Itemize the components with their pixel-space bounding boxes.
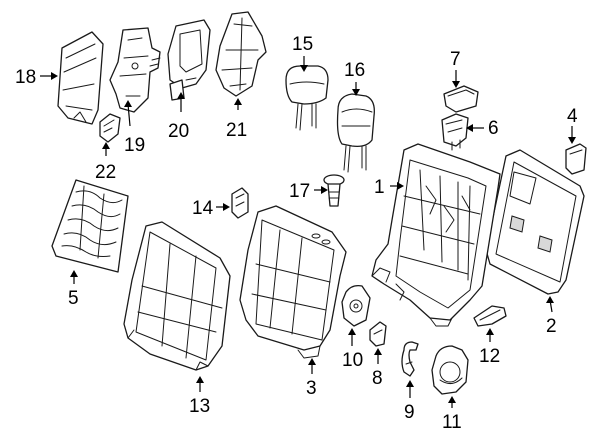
part-9-hook-bracket xyxy=(401,341,419,377)
part-4-small-bracket xyxy=(565,143,587,175)
callout-7: 7 xyxy=(450,49,461,70)
callout-19: 19 xyxy=(124,135,145,156)
callout-1: 1 xyxy=(374,177,385,198)
callout-4: 4 xyxy=(567,106,578,127)
part-5-seat-mat xyxy=(51,179,129,273)
callout-14: 14 xyxy=(192,198,214,219)
callout-22: 22 xyxy=(95,162,116,183)
callout-6: 6 xyxy=(488,118,499,139)
callout-18: 18 xyxy=(15,67,36,88)
part-2-rear-panel xyxy=(485,149,585,295)
part-14-release-lever xyxy=(231,187,249,219)
part-8-clip xyxy=(369,321,387,347)
part-17-pivot-bolt xyxy=(323,174,345,207)
part-1-seat-frame xyxy=(371,143,501,327)
callout-2: 2 xyxy=(546,316,557,337)
callout-16: 16 xyxy=(344,60,365,81)
leader-lines xyxy=(40,56,576,408)
callout-11: 11 xyxy=(442,412,462,433)
callout-20: 20 xyxy=(168,121,189,142)
part-22-clip xyxy=(99,113,121,143)
callout-13: 13 xyxy=(189,396,210,417)
callout-15: 15 xyxy=(292,34,313,55)
callout-12: 12 xyxy=(479,346,500,367)
part-7-cap xyxy=(443,85,479,113)
callout-9: 9 xyxy=(404,402,415,423)
callout-3: 3 xyxy=(306,378,317,399)
part-20-latch-cover xyxy=(167,19,211,101)
callout-21: 21 xyxy=(226,120,247,141)
callout-5: 5 xyxy=(68,288,79,309)
part-11-recliner-housing xyxy=(431,345,469,395)
callout-8: 8 xyxy=(372,368,383,389)
part-16-headrest xyxy=(336,93,375,173)
part-6-latch-bracket xyxy=(441,113,469,151)
callout-17: 17 xyxy=(289,181,310,202)
callout-10: 10 xyxy=(342,350,363,371)
part-18-back-panel xyxy=(57,31,104,125)
part-19-side-bracket xyxy=(109,27,161,113)
part-13-seat-cushion xyxy=(123,221,231,371)
part-10-recliner-cover xyxy=(341,284,371,327)
part-15-headrest xyxy=(285,65,329,131)
part-21-tall-trim xyxy=(215,11,267,97)
part-12-release-handle xyxy=(473,305,507,327)
part-3-seat-cover xyxy=(239,205,347,359)
